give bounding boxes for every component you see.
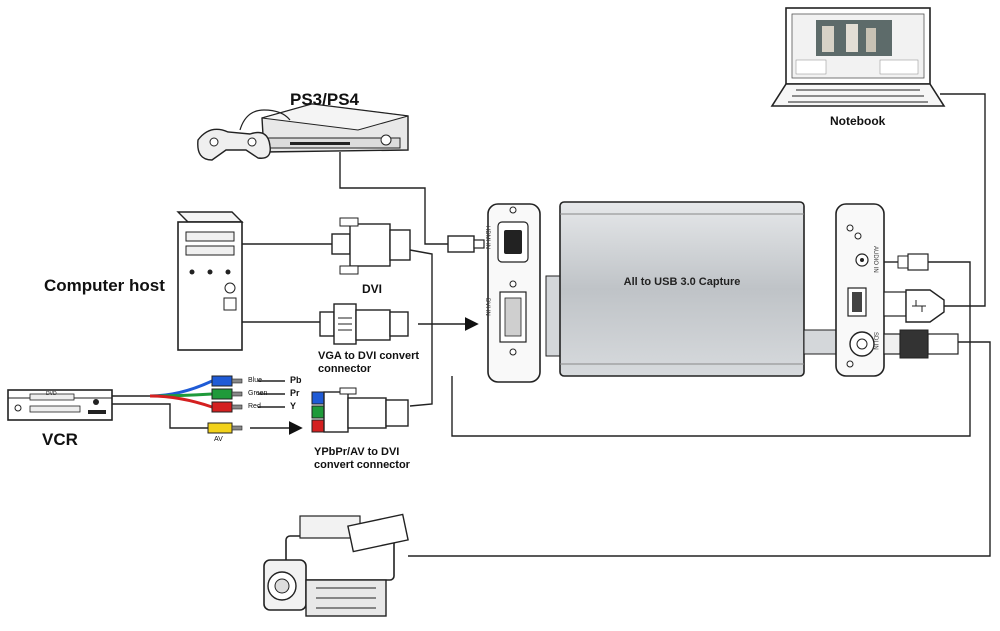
vcr-av-cable: [112, 403, 208, 429]
ps-hdmi-cable: [339, 152, 448, 245]
hdmi-in-port-label: HDMI IN: [484, 226, 490, 249]
pb-label: Pb: [290, 375, 302, 385]
vcr-badge: DVD: [46, 391, 57, 397]
pr-label: Pr: [290, 388, 300, 398]
cable-lines: [112, 93, 991, 557]
sdi-in-port-label: SDI IN: [872, 332, 878, 350]
ps-label: PS3/PS4: [290, 90, 359, 109]
notebook-usb-cable: [940, 93, 986, 307]
capture-back-panel: [835, 203, 885, 377]
plug-blue: [211, 375, 233, 387]
vcr-icon: [7, 389, 113, 421]
ypbpr-av-label: YPbPr/AV to DVI convert connector: [314, 446, 410, 471]
av-label: AV: [214, 436, 223, 443]
computer-host-label: Computer host: [44, 276, 165, 295]
capture-front-panel: [487, 203, 541, 383]
audio-plug-icon: [884, 253, 929, 271]
component-cables: [149, 375, 243, 434]
vga-dvi-connector-icon: [319, 303, 409, 345]
dvi-joiner-top: [409, 249, 433, 407]
capture-device-title: All to USB 3.0 Capture: [623, 276, 741, 288]
ypbpr-red-jack: [311, 419, 325, 433]
notebook-icon: [770, 7, 946, 107]
camcorder-icon: [263, 513, 409, 617]
usb-plug-icon: [883, 289, 945, 323]
notebook-label: Notebook: [830, 114, 886, 128]
y-label: Y: [290, 401, 297, 411]
audio-cable: [451, 261, 971, 437]
plug-av-yellow: [207, 422, 233, 434]
hdmi-plug-icon: [447, 235, 485, 253]
ypbpr-connector-icon: [311, 387, 409, 433]
cable-red-label: Red: [248, 403, 261, 410]
sdi-plug-icon: [883, 329, 959, 359]
audio-in-port-label: AUDIO IN: [872, 246, 878, 273]
dvi-connector-icon: [331, 217, 411, 275]
ypbpr-blue-jack: [311, 391, 325, 405]
dvi-in-port-label: DVI IN: [484, 298, 490, 316]
ypbpr-green-jack: [311, 405, 325, 419]
dvi-label: DVI: [362, 282, 383, 296]
cable-green-label: Green: [248, 390, 268, 397]
gamepad-icon: [197, 109, 291, 161]
vcr-label: VCR: [42, 430, 78, 449]
capture-device-body: [545, 201, 839, 377]
computer-tower-icon: [176, 211, 244, 351]
vga-dvi-label: VGA to DVI convert connector: [318, 350, 420, 375]
sdi-cable: [408, 341, 991, 557]
plug-green: [211, 388, 233, 400]
plug-red: [211, 401, 233, 413]
ps-console-icon: [261, 103, 409, 153]
cable-blue-label: Blue: [248, 377, 263, 384]
